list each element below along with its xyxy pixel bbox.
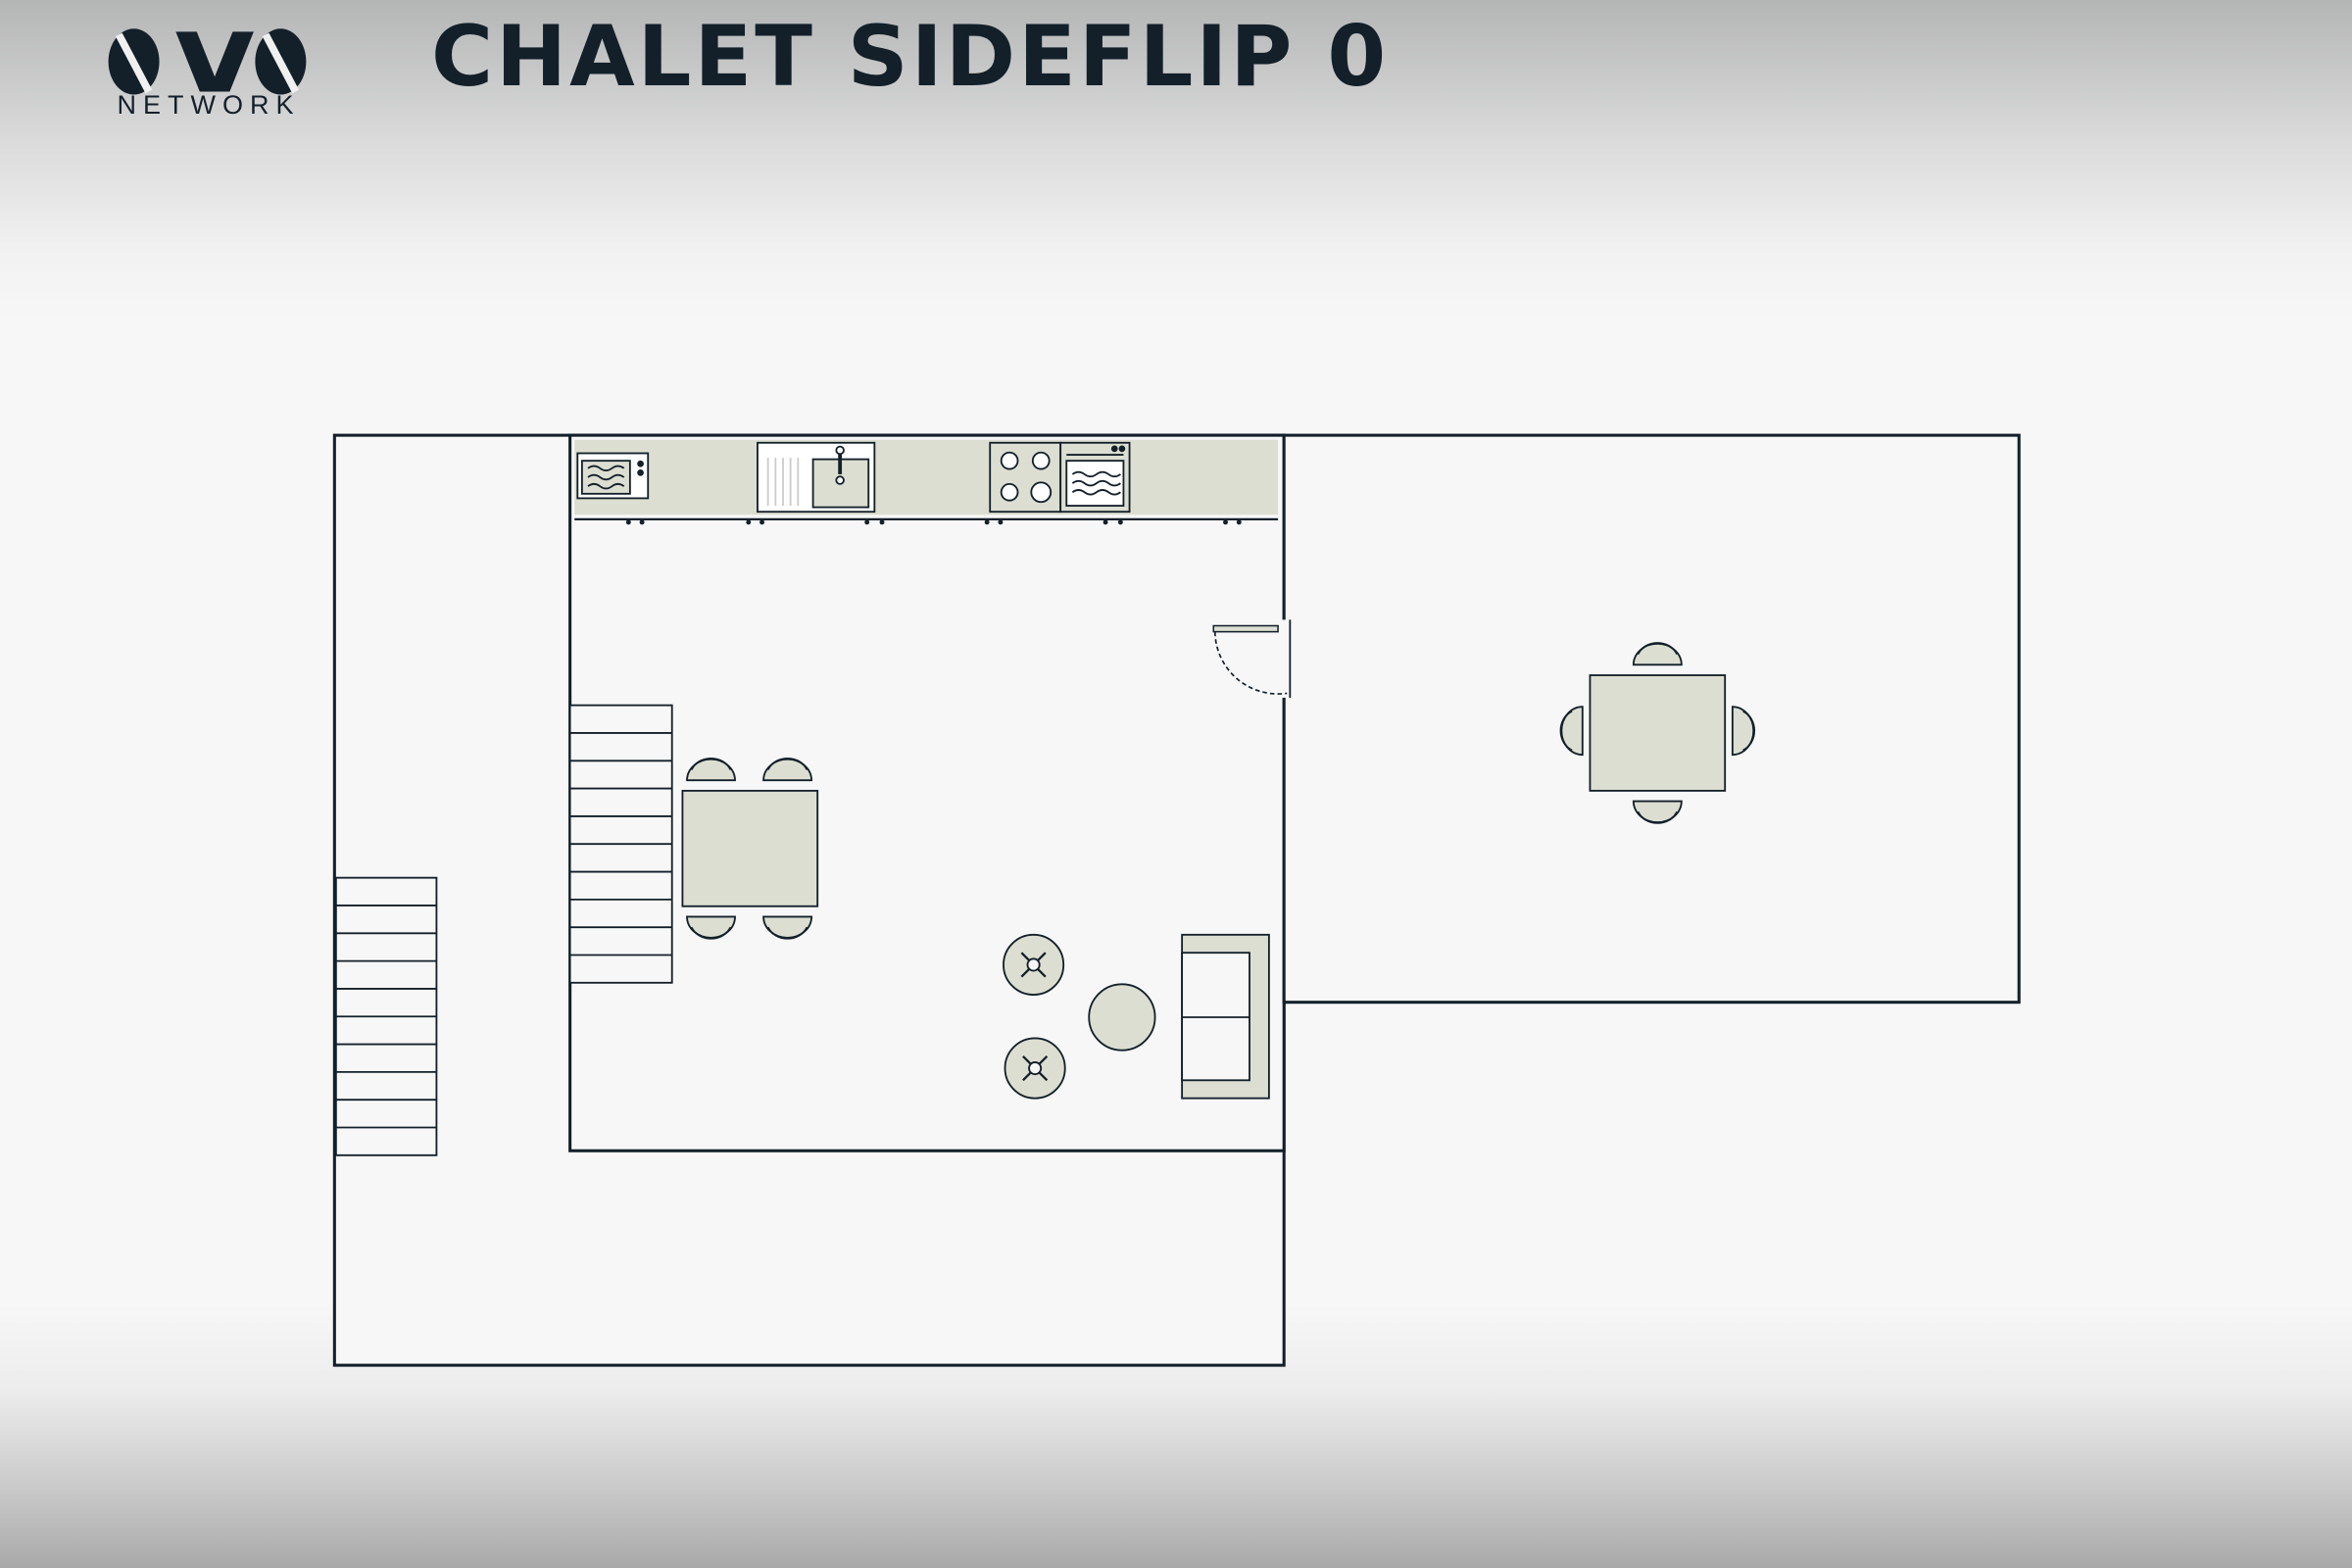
page-title: CHALET SIDEFLIP 0 [431, 8, 1390, 106]
chair-icon [762, 757, 812, 782]
dining-table-right [1559, 642, 1756, 824]
kitchen-counter [574, 439, 1279, 525]
chair-icon [1632, 642, 1683, 666]
kitchen-living-room [568, 433, 1286, 1152]
chair-icon [1731, 706, 1756, 757]
chair-icon [1559, 706, 1584, 757]
oven-icon [1059, 441, 1131, 514]
microwave-icon [576, 452, 650, 500]
sink-icon [757, 441, 876, 514]
chair-icon [1632, 800, 1683, 824]
coffee-table [1088, 983, 1156, 1052]
logo-icon [108, 28, 307, 95]
chair-icon [686, 757, 736, 782]
chair-icon [762, 915, 812, 940]
logo-text: NETWORK [117, 90, 301, 120]
staircase-left [334, 876, 438, 1156]
sofa-icon [1181, 933, 1270, 1100]
door-icon [1212, 619, 1292, 698]
chair-icon [686, 915, 736, 940]
dining-table-kitchen [681, 757, 819, 940]
cooktop-icon [989, 441, 1062, 514]
armchair-icon [1003, 933, 1065, 996]
staircase-inner [568, 704, 673, 984]
armchair-icon [1004, 1037, 1066, 1100]
